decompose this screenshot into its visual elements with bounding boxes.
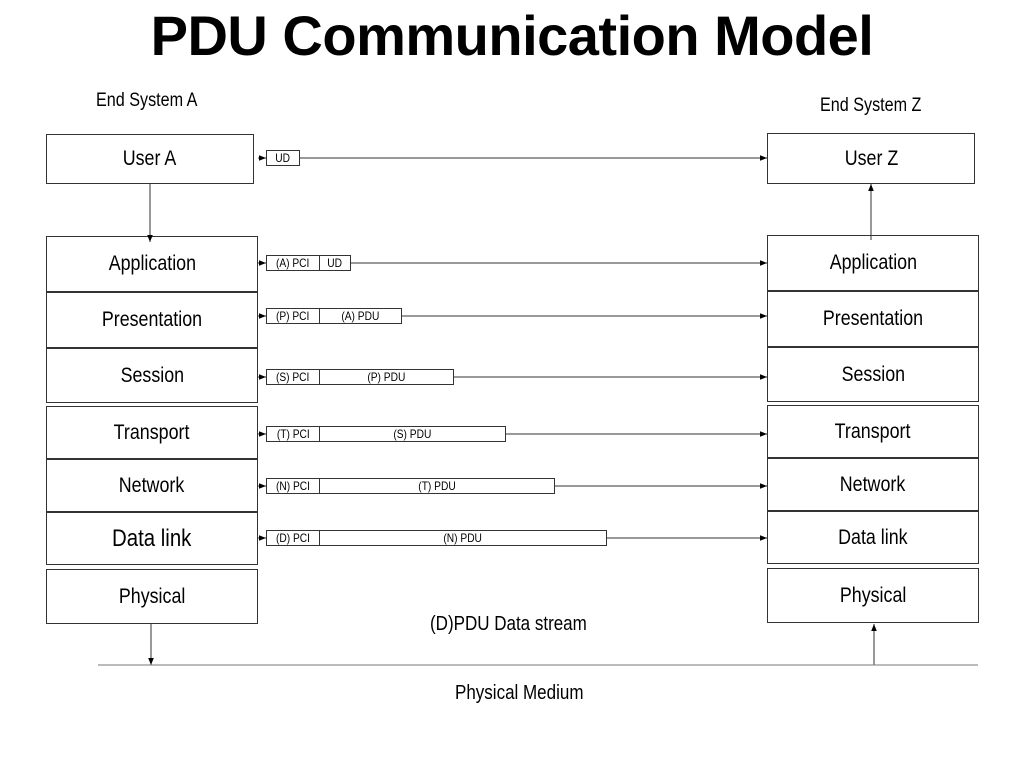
a-layer-session: Session	[46, 348, 258, 403]
d-pci-field: (D) PCI	[267, 531, 320, 545]
a-layer-transport-label: Transport	[114, 420, 190, 444]
user-a-box: User A	[46, 134, 254, 184]
user-z-label: User Z	[844, 146, 898, 170]
user-a-label: User A	[123, 147, 177, 170]
a-layer-physical: Physical	[46, 569, 258, 624]
a-layer-data-link: Data link	[46, 512, 258, 565]
a-layer-physical-label: Physical	[118, 584, 186, 608]
s-pdu-payload: (P) PDU	[367, 370, 406, 384]
a-layer-transport: Transport	[46, 406, 258, 459]
a-layer-presentation-label: Presentation	[101, 308, 203, 331]
a-pci-field: (A) PCI	[267, 256, 320, 270]
z-layer-session-label: Session	[841, 362, 905, 386]
t-pdu-unit: (T) PCI (S) PDU	[266, 426, 506, 442]
a-layer-application-label: Application	[108, 252, 196, 275]
data-stream-label: (D)PDU Data stream	[430, 613, 587, 635]
z-layer-session: Session	[767, 347, 979, 402]
z-layer-presentation: Presentation	[767, 291, 979, 347]
z-layer-application: Application	[767, 235, 979, 291]
end-system-z-label: End System Z	[820, 95, 922, 116]
a-layer-session-label: Session	[120, 363, 184, 387]
p-pdu-payload: (A) PDU	[341, 309, 380, 323]
end-system-a-label: End System A	[96, 90, 198, 111]
z-layer-transport-label: Transport	[835, 419, 911, 443]
a-pdu-unit: (A) PCI UD	[266, 255, 351, 271]
z-layer-application-label: Application	[829, 251, 917, 274]
z-layer-physical: Physical	[767, 568, 979, 623]
z-layer-transport: Transport	[767, 405, 979, 458]
a-layer-network: Network	[46, 459, 258, 512]
page-title: PDU Communication Model	[150, 4, 874, 67]
d-pdu-payload: (N) PDU	[443, 531, 483, 545]
physical-medium-label: Physical Medium	[455, 682, 584, 704]
user-z-box: User Z	[767, 133, 975, 184]
s-pci-field: (S) PCI	[267, 370, 320, 384]
p-pci-field: (P) PCI	[267, 309, 320, 323]
s-pdu-unit: (S) PCI (P) PDU	[266, 369, 454, 385]
z-layer-physical-label: Physical	[839, 583, 907, 607]
z-layer-network: Network	[767, 458, 979, 511]
n-pdu-unit: (N) PCI (T) PDU	[266, 478, 555, 494]
t-pdu-payload: (S) PDU	[393, 427, 432, 441]
z-layer-data-link: Data link	[767, 511, 979, 564]
a-layer-presentation: Presentation	[46, 292, 258, 348]
z-layer-network-label: Network	[840, 472, 906, 496]
n-pdu-payload: (T) PDU	[418, 479, 456, 493]
a-layer-application: Application	[46, 236, 258, 292]
a-pdu-payload: UD	[327, 256, 343, 270]
z-layer-presentation-label: Presentation	[822, 307, 924, 330]
ud-unit: UD	[266, 150, 300, 166]
n-pci-field: (N) PCI	[267, 479, 320, 493]
p-pdu-unit: (P) PCI (A) PDU	[266, 308, 402, 324]
a-layer-network-label: Network	[119, 473, 185, 497]
z-layer-data-link-label: Data link	[838, 525, 908, 549]
ud-unit-payload: UD	[275, 151, 291, 165]
t-pci-field: (T) PCI	[267, 427, 320, 441]
d-pdu-unit: (D) PCI (N) PDU	[266, 530, 607, 546]
a-layer-data-link-label: Data link	[112, 524, 192, 552]
